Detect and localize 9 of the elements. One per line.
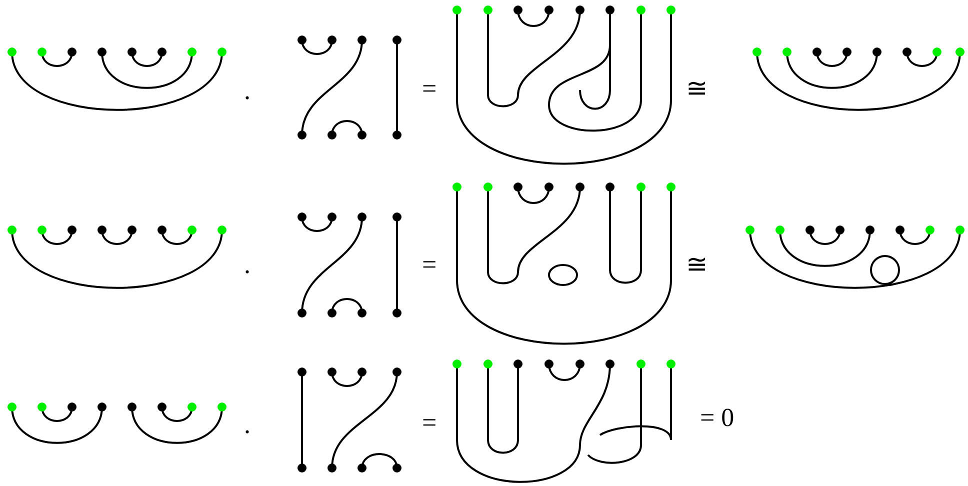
equals-sign: =	[422, 410, 437, 436]
equals-sign: =	[422, 252, 437, 278]
multiplication-dot: .	[244, 78, 250, 104]
isomorphism-sign: ≅	[686, 76, 708, 102]
isomorphism-sign: ≅	[686, 252, 708, 278]
multiplication-dot: .	[244, 252, 250, 278]
equals-sign: =	[422, 76, 437, 102]
multiplication-dot: .	[244, 412, 250, 438]
equation-result: = 0	[700, 405, 734, 431]
